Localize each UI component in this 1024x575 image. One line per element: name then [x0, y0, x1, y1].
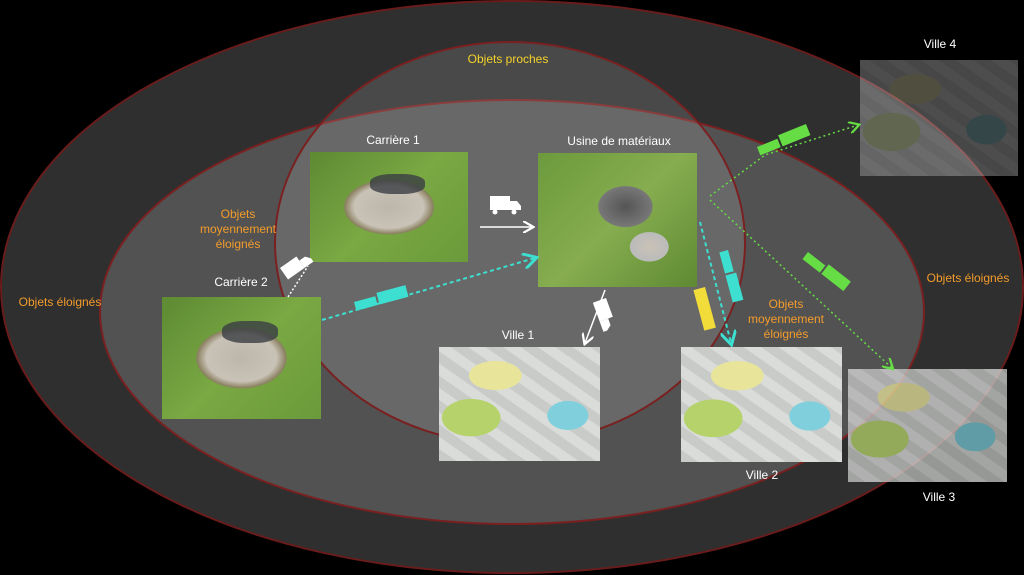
ville2-image	[681, 347, 842, 462]
near-zone-label: Objets proches	[467, 52, 549, 66]
medium-zone-label-left: Objets moyennement éloignés	[199, 207, 277, 251]
ville3-title: Ville 3	[922, 490, 956, 504]
ville1-image	[439, 347, 600, 461]
ville1-title: Ville 1	[501, 328, 535, 342]
ville2-title: Ville 2	[745, 468, 779, 482]
medium-zone-label-right: Objets moyennement éloignés	[747, 297, 825, 341]
carriere2-image	[162, 297, 321, 419]
usine-title: Usine de matériaux	[567, 134, 671, 148]
ville3-image	[848, 369, 1007, 482]
carriere1-image	[310, 152, 468, 262]
far-zone-label-left: Objets éloignés	[18, 295, 102, 309]
usine-image	[538, 153, 697, 287]
ville4-title: Ville 4	[923, 37, 957, 51]
ville4-image	[860, 60, 1018, 176]
carriere1-title: Carrière 1	[366, 133, 420, 147]
far-zone-label-right: Objets éloignés	[926, 271, 1010, 285]
carriere2-title: Carrière 2	[214, 275, 268, 289]
